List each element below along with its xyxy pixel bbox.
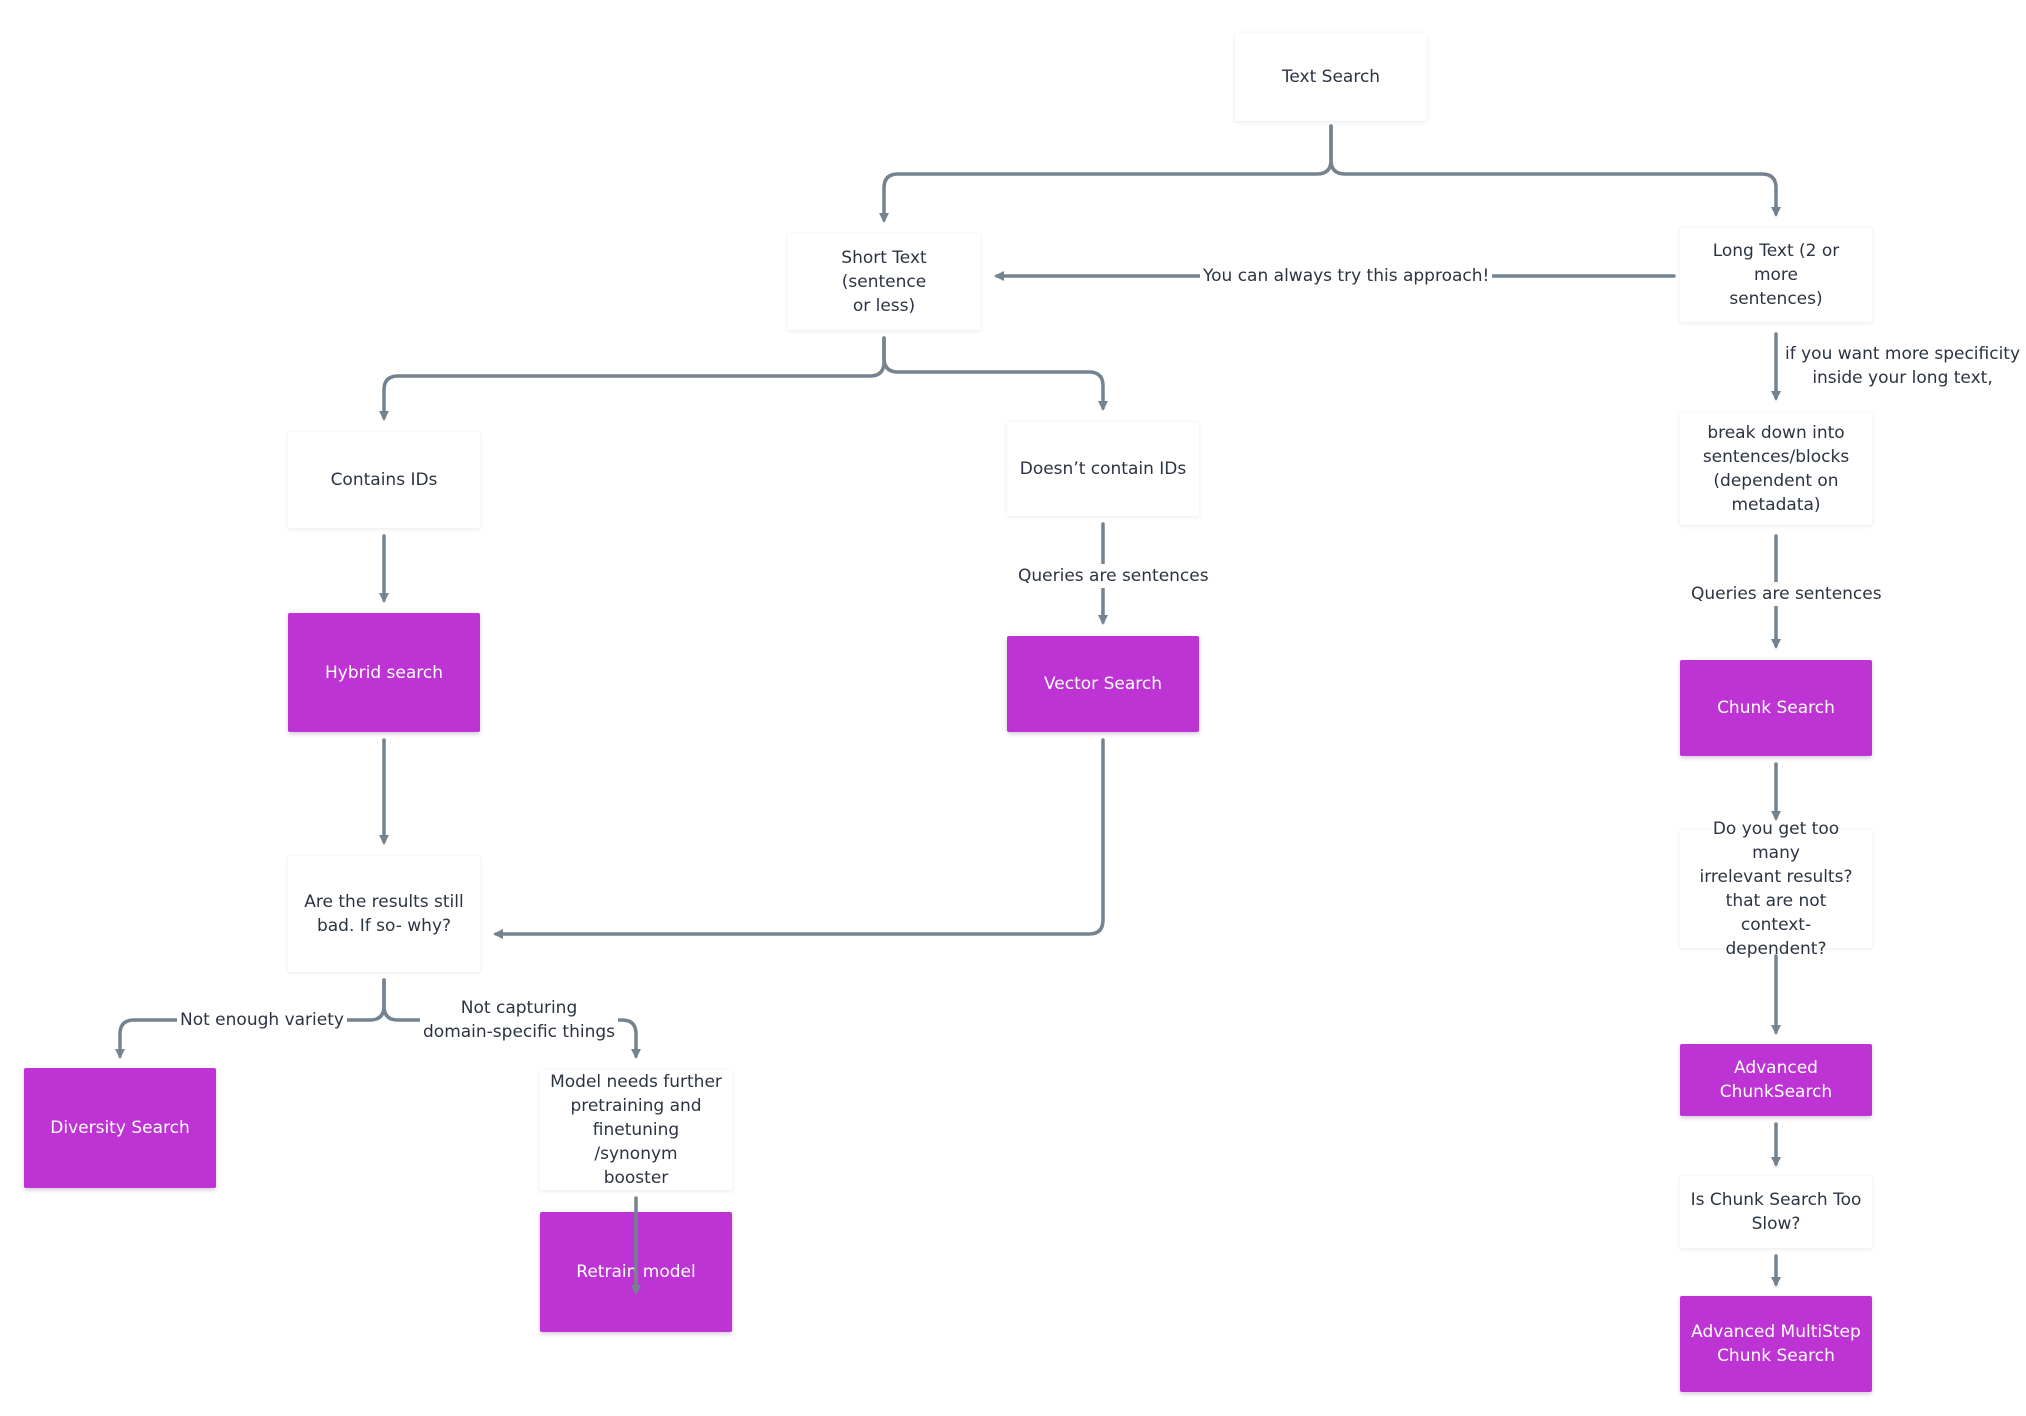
node-chunk-search: Chunk Search [1680,660,1872,756]
node-retrain-model: Retrain model [540,1212,732,1332]
node-text-search: Text Search [1235,33,1427,121]
edge-label-more-specificity: if you want more specificity inside your… [1782,342,2024,390]
node-diversity-search: Diversity Search [24,1068,216,1188]
node-advanced-multistep: Advanced MultiStep Chunk Search [1680,1296,1872,1392]
node-too-many-irrelevant: Do you get too many irrelevant results? … [1680,819,1872,959]
node-chunk-too-slow: Is Chunk Search Too Slow? [1680,1176,1872,1248]
node-results-still-bad: Are the results still bad. If so- why? [288,856,480,972]
edge-label-try-this-approach: You can always try this approach! [1200,264,1493,288]
edge-label-queries-sentences-chunk: Queries are sentences [1688,582,1885,606]
edge-short-text-to-doesnt-contain-ids [882,336,1108,411]
node-doesnt-contain-ids: Doesn’t contain IDs [1007,422,1199,516]
edge-vector-to-results-bad [493,738,1105,939]
edge-label-not-enough-variety: Not enough variety [177,1008,347,1032]
node-long-text: Long Text (2 or more sentences) [1680,228,1872,322]
node-hybrid-search: Hybrid search [288,613,480,732]
node-advanced-chunk-search: Advanced ChunkSearch [1680,1044,1872,1116]
edge-label-queries-sentences-vector: Queries are sentences [1015,564,1212,588]
edge-short-text-to-contains-ids [379,336,886,421]
node-vector-search: Vector Search [1007,636,1199,732]
edge-label-not-capturing: Not capturing domain-specific things [420,996,619,1044]
node-short-text: Short Text (sentence or less) [788,234,980,330]
node-contains-ids: Contains IDs [288,432,480,528]
edge-text-search-to-short-text [879,124,1333,223]
node-model-needs-pretraining: Model needs further pretraining and fine… [540,1070,732,1190]
node-break-down: break down into sentences/blocks (depend… [1680,413,1872,525]
edge-text-search-to-long-text [1329,124,1781,217]
